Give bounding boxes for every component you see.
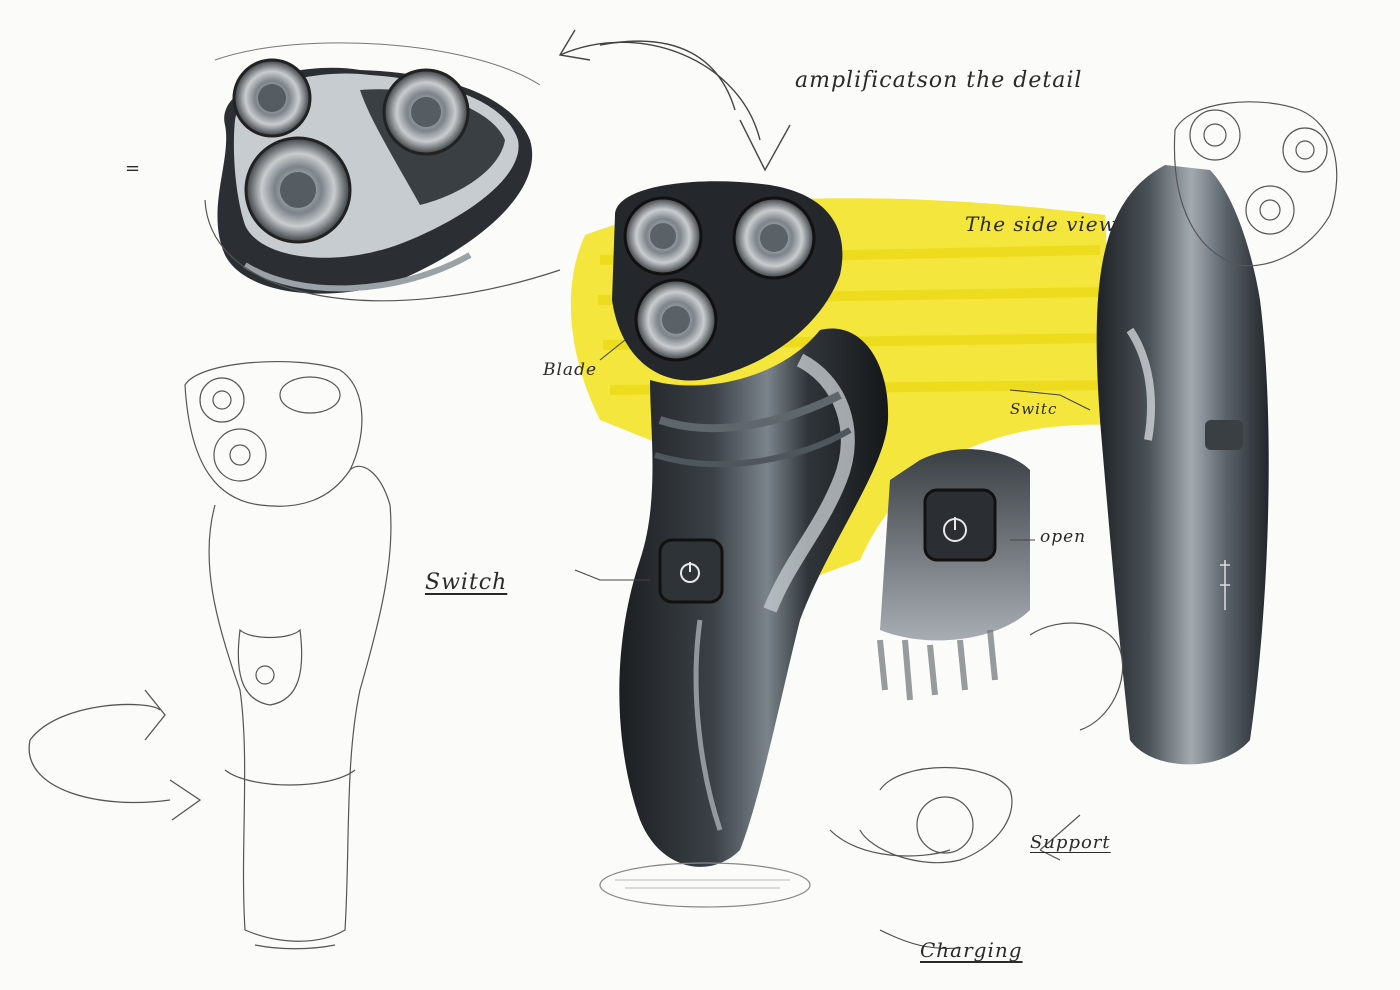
leader-lines: [574, 339, 1091, 949]
annotation-open: open: [1040, 527, 1087, 547]
switch-closeup-rendering: [877, 449, 1030, 701]
pencil-full-shaver-sketch: [184, 360, 392, 950]
annotation-amplification: amplificatson the detail: [795, 68, 1083, 93]
rotation-arrow-left: [28, 689, 202, 821]
annotation-blade: Blade: [543, 360, 598, 380]
annotation-equals: =: [125, 158, 142, 179]
side-view-shaver-rendering: [1096, 101, 1338, 765]
annotation-switch-small: Switc: [1010, 400, 1058, 418]
head-detail-sketch: [204, 42, 561, 302]
support-pencil-sketch: [829, 622, 1124, 864]
annotation-support: Support: [1030, 832, 1111, 853]
annotation-charging: Charging: [920, 938, 1023, 962]
rotation-arrow-top: [558, 29, 791, 172]
annotation-side-view: The side view: [965, 212, 1117, 236]
annotation-switch: Switch: [425, 570, 508, 595]
main-shaver-rendering: [599, 181, 889, 908]
